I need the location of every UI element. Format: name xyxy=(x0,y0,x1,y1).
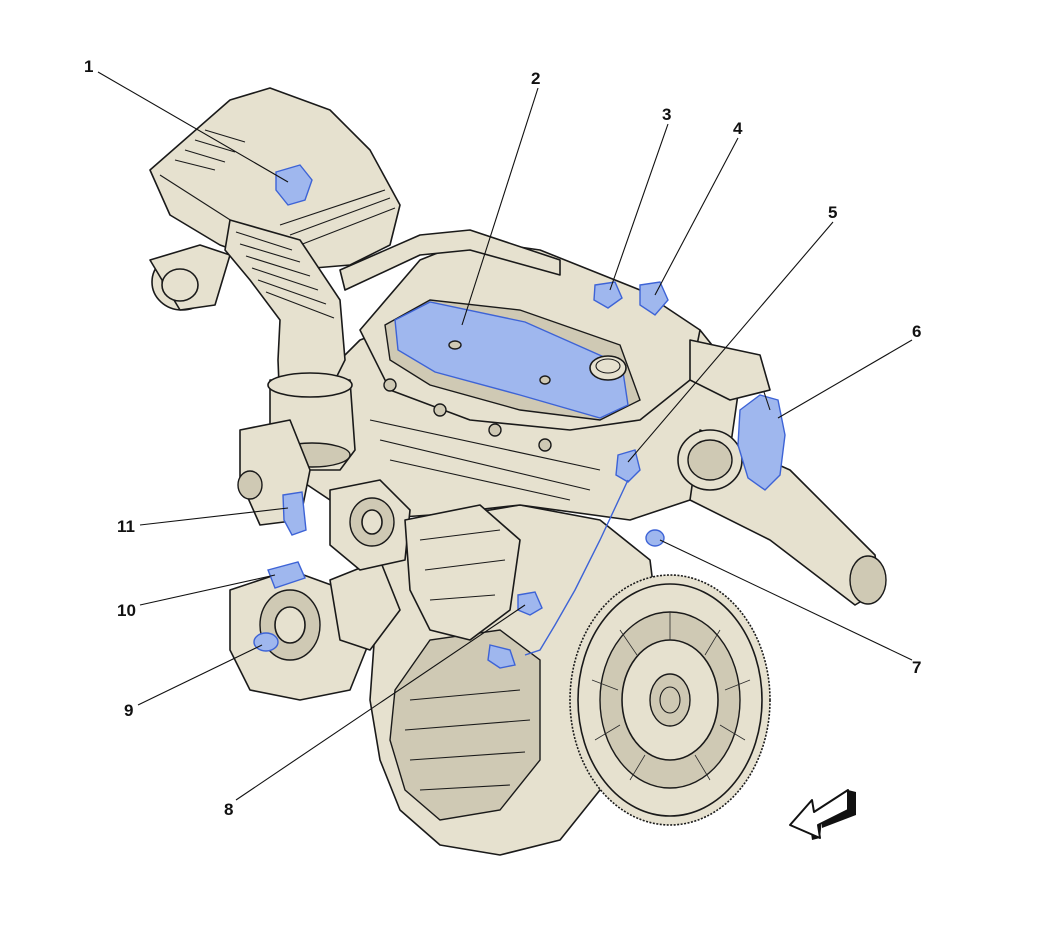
leader-5 xyxy=(627,221,834,463)
callout-3: 3 xyxy=(662,105,671,124)
callout-8: 8 xyxy=(224,800,233,819)
callout-11: 11 xyxy=(117,517,135,536)
leader-2 xyxy=(461,87,539,326)
leader-10 xyxy=(139,574,276,606)
orientation-arrow-icon xyxy=(789,789,856,840)
leader-8 xyxy=(235,604,526,801)
leader-4 xyxy=(654,137,739,296)
callout-7: 7 xyxy=(912,658,921,677)
callout-9: 9 xyxy=(124,701,133,720)
leader-9 xyxy=(137,644,263,706)
callout-6: 6 xyxy=(912,322,921,341)
leader-7 xyxy=(659,539,913,661)
leader-6 xyxy=(777,339,913,419)
callout-labels: 1 2 3 4 5 6 7 8 9 10 11 xyxy=(84,57,921,819)
callout-4: 4 xyxy=(733,119,743,138)
throttle-pipe xyxy=(677,339,887,606)
coil-cover-highlight xyxy=(394,301,629,419)
callout-5: 5 xyxy=(828,203,837,222)
callout-1: 1 xyxy=(84,57,93,76)
air-temp-sensor-highlight xyxy=(275,164,313,206)
leader-11 xyxy=(139,507,289,526)
sensor-highlights xyxy=(253,281,669,669)
leader-3 xyxy=(609,123,669,291)
callout-10: 10 xyxy=(117,601,136,620)
leader-lines xyxy=(97,71,913,801)
intake-hose xyxy=(224,219,356,471)
clutch-assembly xyxy=(569,574,771,826)
leader-1 xyxy=(97,71,289,183)
callout-2: 2 xyxy=(531,69,540,88)
air-filter-box xyxy=(149,87,401,311)
